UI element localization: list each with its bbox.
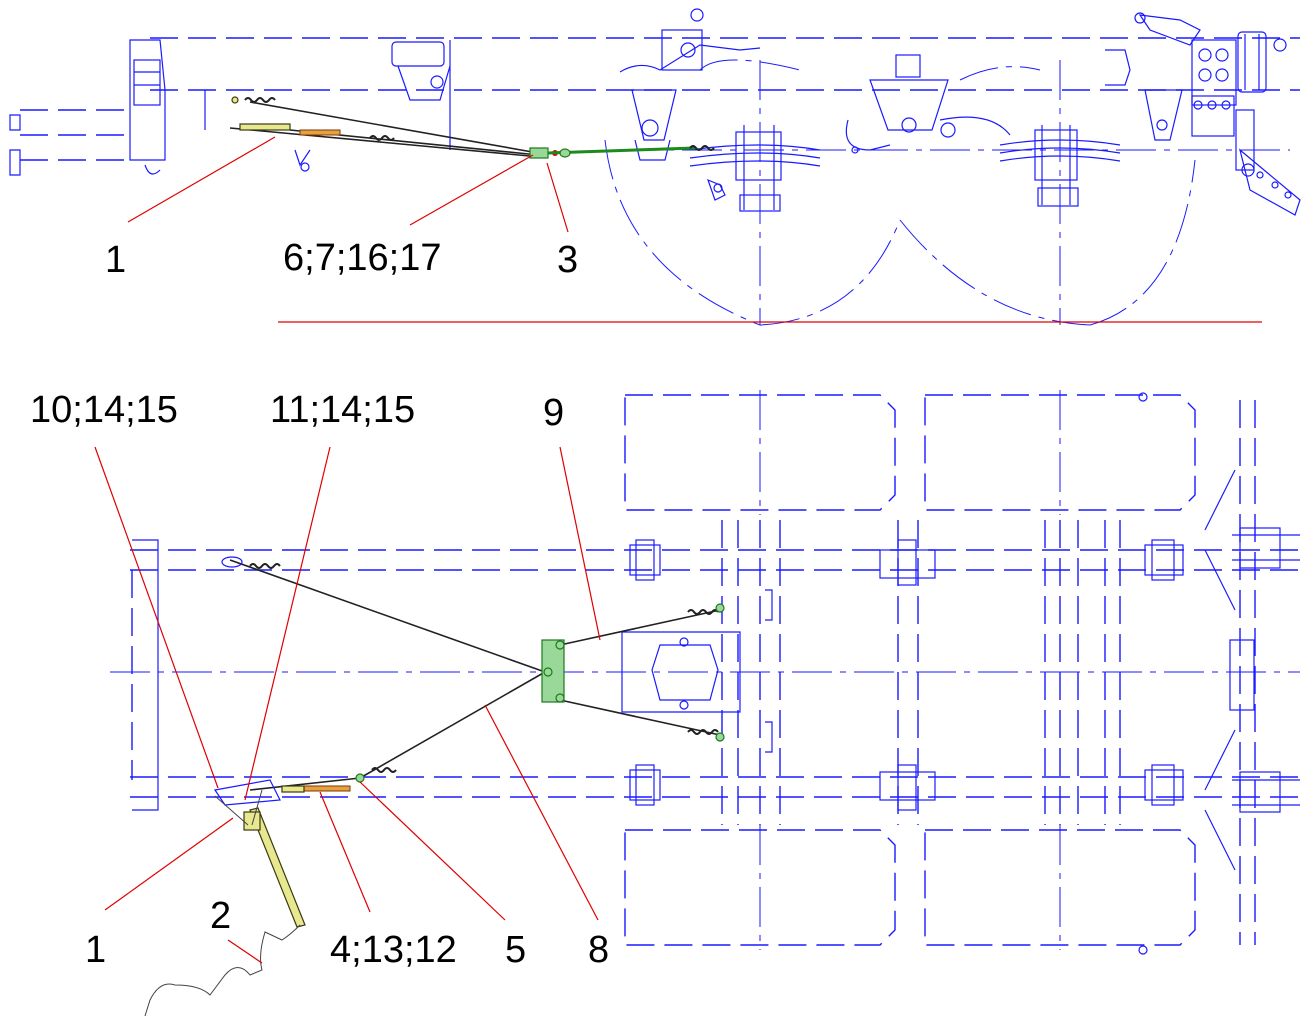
label-11-14-15: 11;14;15 [270, 389, 415, 431]
label-top-6-7-16-17: 6;7;16;17 [283, 237, 441, 279]
side-view [9, 8, 1301, 326]
side-view-cable-assembly [229, 96, 715, 159]
label-bottom-1: 1 [85, 929, 106, 971]
label-8: 8 [588, 929, 609, 971]
label-top-3: 3 [557, 239, 578, 281]
label-2: 2 [210, 895, 231, 937]
label-9: 9 [543, 392, 564, 434]
plan-view-cable-assembly [144, 556, 725, 1016]
plan-view [110, 390, 1300, 955]
label-10-14-15: 10;14;15 [30, 389, 178, 431]
label-5: 5 [505, 929, 526, 971]
plan-view-leaders [94, 446, 601, 964]
label-4-13-12: 4;13;12 [330, 929, 457, 971]
side-view-leaders [127, 136, 569, 233]
label-top-1: 1 [105, 239, 126, 281]
